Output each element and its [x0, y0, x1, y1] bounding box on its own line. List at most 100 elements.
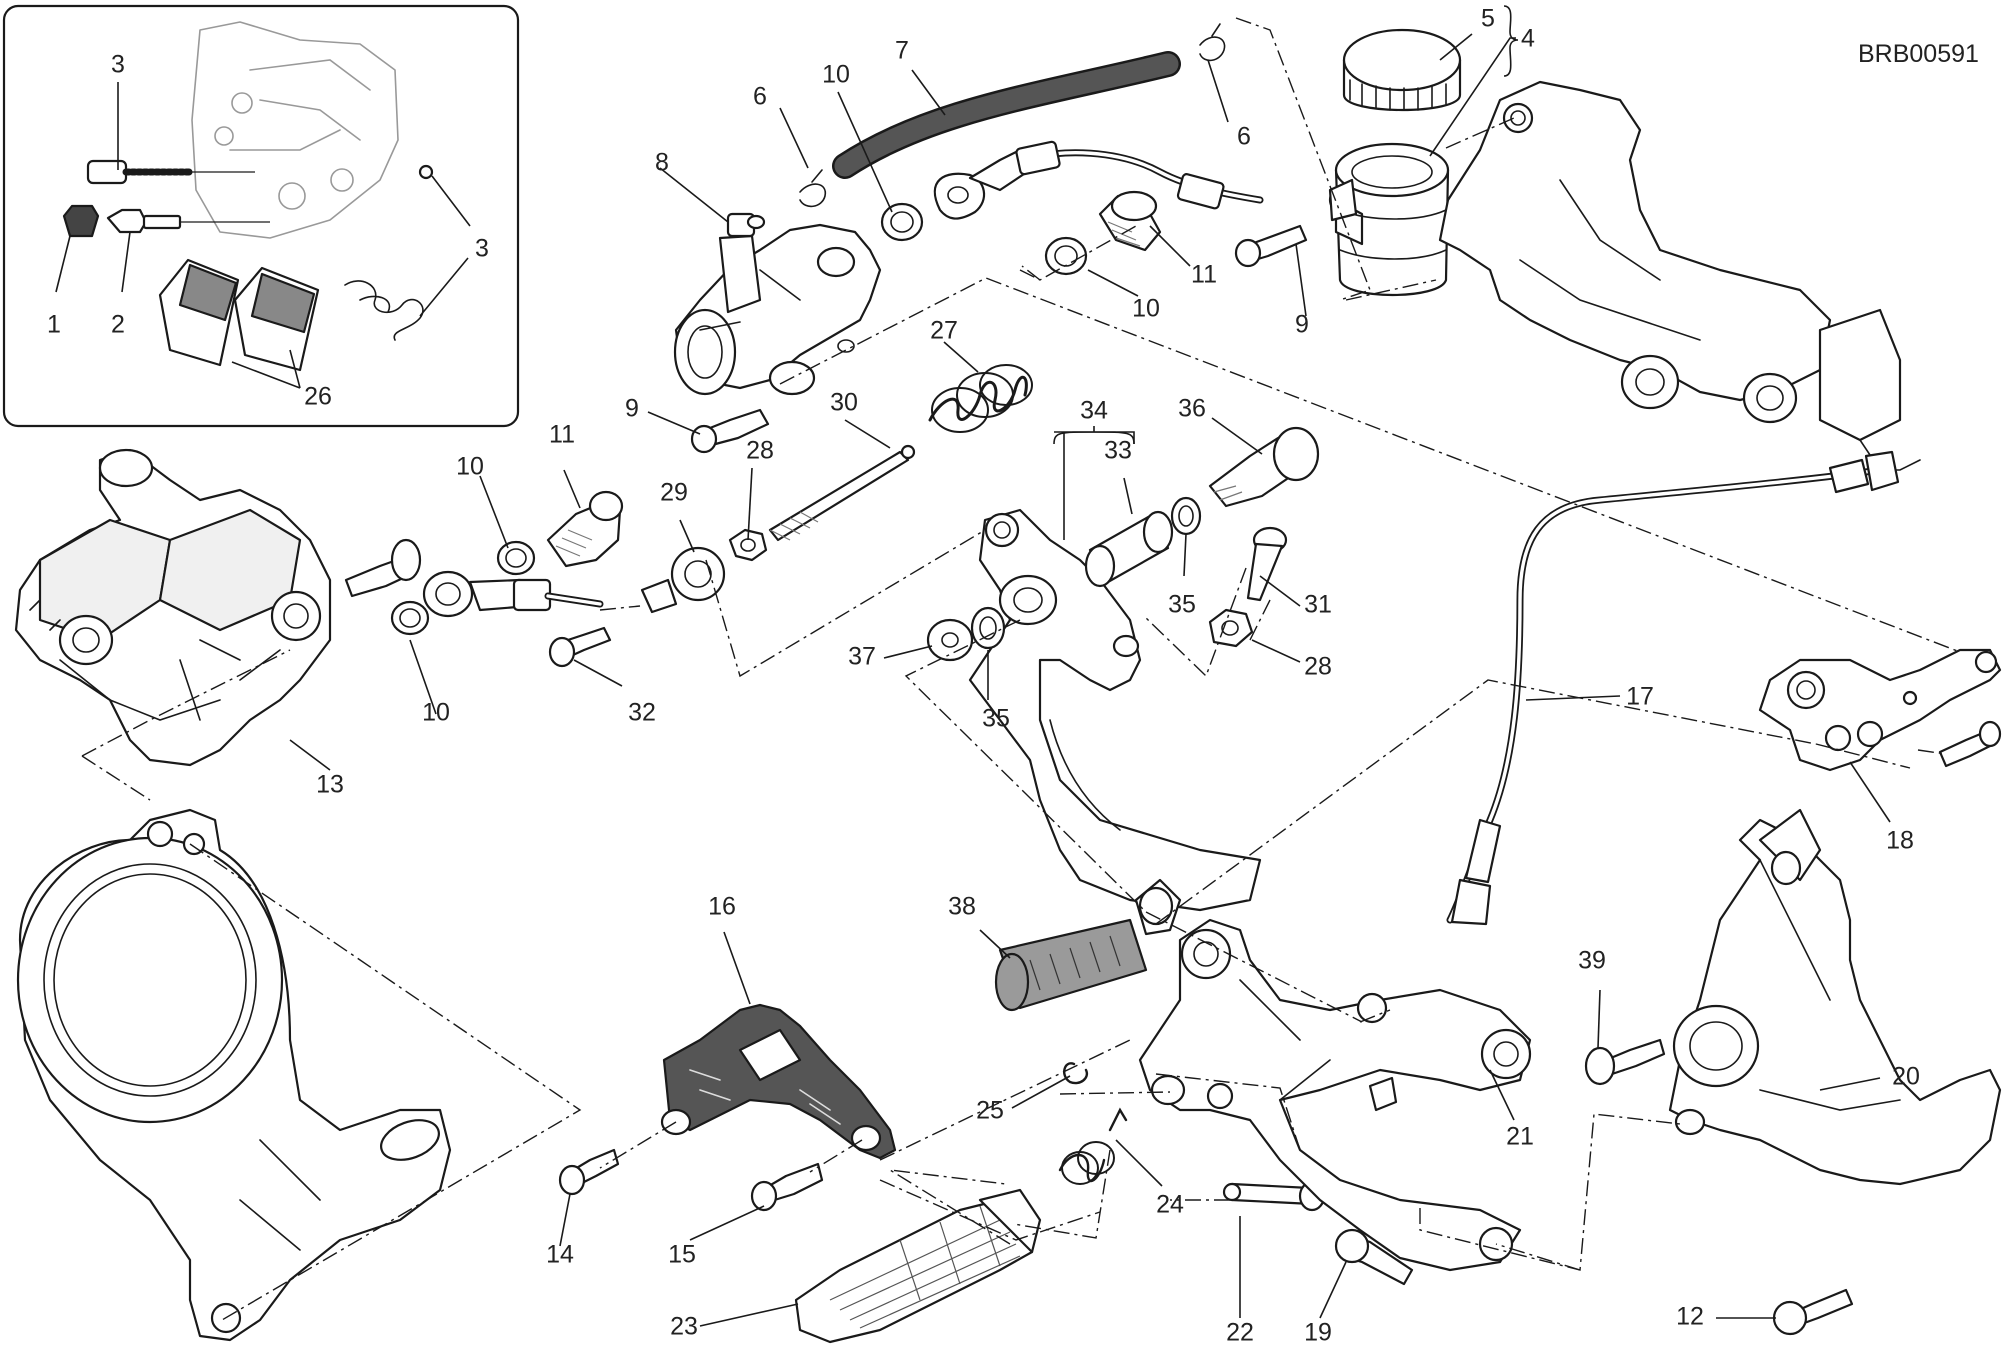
callout-21: 21: [1506, 1123, 1534, 1151]
screw-15: [750, 1162, 824, 1212]
sensor-cable: [1446, 450, 1900, 926]
master-cylinder-nipple: [726, 212, 766, 238]
master-cylinder: [673, 223, 882, 396]
inset-caliper-drawing: [191, 21, 399, 239]
callout-36: 36: [1178, 395, 1206, 423]
callout-10: 10: [822, 61, 850, 89]
washer-top-10a: [880, 202, 924, 242]
callout-labels: BRB00591 3 3 1 2 26 4 5 6 6 7 8 9 9 10 1…: [47, 5, 1979, 1347]
callout-25: 25: [976, 1097, 1004, 1125]
brake-pedal: [968, 508, 1262, 912]
inset-pad-pin-clip: [418, 164, 434, 180]
push-rod-30: [768, 444, 916, 542]
callout-23: 23: [670, 1313, 698, 1341]
callout-8: 8: [655, 149, 669, 177]
callout-5: 5: [1481, 5, 1495, 33]
banjo-bolt-caliper: [546, 490, 624, 568]
screw-19: [1334, 1228, 1414, 1286]
callout-3: 3: [475, 235, 489, 263]
callout-37: 37: [848, 643, 876, 671]
circlip-25: [1063, 1062, 1089, 1085]
reservoir-bracket: [1328, 178, 1358, 222]
brake-fluid-reservoir: [1334, 142, 1450, 297]
washer-caliper-10b: [496, 540, 536, 576]
screw-39: [1584, 1038, 1666, 1086]
footpeg-23: [794, 1188, 1042, 1344]
callout-26: 26: [304, 383, 332, 411]
hanger-20: [1668, 808, 2002, 1186]
washer-35-top: [1170, 496, 1202, 536]
callout-17: 17: [1626, 683, 1654, 711]
callout-19: 19: [1304, 1319, 1332, 1347]
banjo-bolt-top: [1098, 190, 1162, 252]
callout-30: 30: [830, 389, 858, 417]
brake-caliper: [14, 448, 332, 767]
callout-14: 14: [546, 1241, 574, 1269]
leader-lines: [55, 33, 1891, 1327]
callout-12: 12: [1676, 1303, 1704, 1331]
spring-24: [1058, 1107, 1128, 1185]
nut-28-shaft: [728, 528, 768, 562]
bushing-33: [1084, 510, 1174, 588]
brake-hose: [832, 51, 1181, 179]
footpeg-pivot-stud: [1134, 878, 1182, 936]
callout-20: 20: [1892, 1063, 1920, 1091]
callout-35: 35: [982, 705, 1010, 733]
brace-34: [1053, 426, 1135, 445]
heel-guard-16: [660, 1003, 897, 1160]
callout-28: 28: [1304, 653, 1332, 681]
callout-10: 10: [456, 453, 484, 481]
callout-6: 6: [1237, 123, 1251, 151]
washer-caliper-10: [390, 600, 430, 636]
return-spring-27: [928, 364, 1033, 433]
pedal-rubber-38: [994, 918, 1148, 1012]
banjo-fitting-caliper: [422, 570, 604, 618]
banjo-fitting-top: [933, 148, 1032, 220]
screw-31: [1246, 526, 1288, 602]
callout-22: 22: [1226, 1319, 1254, 1347]
screw-14: [558, 1148, 620, 1196]
inset-bleed-screw: [86, 159, 194, 185]
caliper-bolt: [344, 538, 422, 598]
screw-top-9: [1234, 224, 1308, 268]
callout-28: 28: [746, 437, 774, 465]
callout-2: 2: [111, 311, 125, 339]
callout-9: 9: [1295, 311, 1309, 339]
callout-32: 32: [628, 699, 656, 727]
bracket-18: [1758, 648, 2002, 772]
callout-31: 31: [1304, 591, 1332, 619]
bleed-screw-32: [548, 626, 612, 668]
drawing-code: BRB00591: [1858, 40, 1979, 68]
callout-38: 38: [948, 893, 976, 921]
callout-16: 16: [708, 893, 736, 921]
reservoir-cap: [1342, 28, 1462, 112]
hose-clamp-left: [799, 169, 826, 208]
screw-18-bolt: [1938, 720, 2002, 768]
callout-6: 6: [753, 83, 767, 111]
callout-34: 34: [1080, 397, 1108, 425]
callout-24: 24: [1156, 1191, 1184, 1219]
pivot-bolt-36: [1208, 426, 1320, 508]
washer-35-bottom: [970, 606, 1006, 650]
callout-27: 27: [930, 317, 958, 345]
footrest-bracket-21: [1138, 918, 1532, 1272]
inset-brake-pads: [158, 258, 320, 372]
brake-line-top: [1015, 140, 1264, 210]
callout-7: 7: [895, 37, 909, 65]
nut-28-pedal: [1208, 608, 1254, 648]
inset-spring-clip: [344, 280, 424, 341]
callout-1: 1: [47, 311, 61, 339]
caliper-support-plate: [16, 808, 452, 1342]
callout-35: 35: [1168, 591, 1196, 619]
callout-39: 39: [1578, 947, 1606, 975]
screw-12: [1772, 1288, 1854, 1336]
callout-15: 15: [668, 1241, 696, 1269]
washer-top-10b: [1044, 236, 1088, 276]
callout-33: 33: [1104, 437, 1132, 465]
callout-13: 13: [316, 771, 344, 799]
callout-10: 10: [1132, 295, 1160, 323]
hose-clamp-right: [1199, 23, 1226, 62]
brace-4-5: [1503, 5, 1519, 77]
callout-11: 11: [1191, 261, 1217, 289]
callout-11: 11: [549, 421, 575, 449]
